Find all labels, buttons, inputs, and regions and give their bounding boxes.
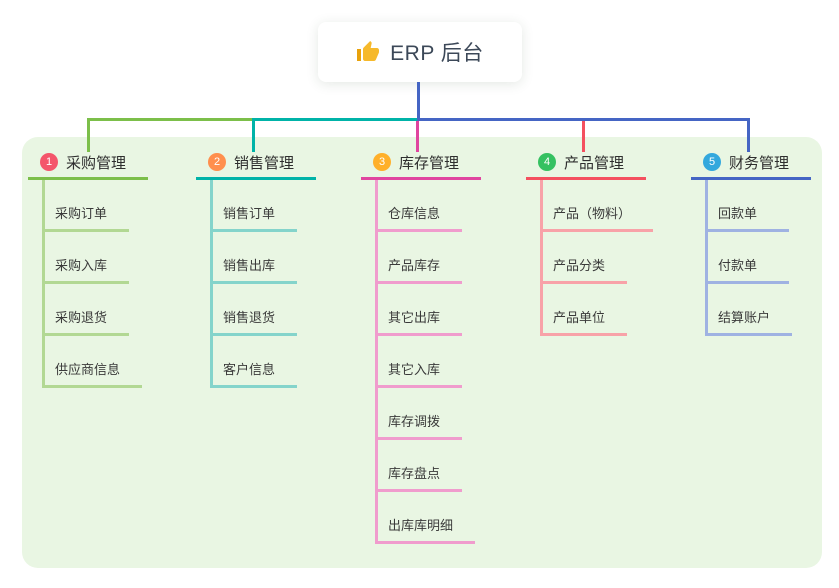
branch-header-node[interactable]: 3 库存管理: [361, 150, 481, 180]
branch-label: 财务管理: [729, 154, 790, 172]
branch-header-node[interactable]: 1 采购管理: [28, 150, 148, 180]
child-node-label: 其它入库: [388, 362, 441, 377]
branch-children: 采购订单采购入库采购退货供应商信息: [42, 180, 148, 388]
branch-number-badge: 2: [208, 153, 226, 171]
bus-segment-teal: [252, 118, 419, 121]
bus-segment-green: [87, 118, 254, 121]
branch-label: 产品管理: [564, 154, 625, 172]
child-node-label: 其它出库: [388, 310, 441, 325]
root-node-label: ERP 后台: [390, 42, 484, 65]
bus-segment-blue: [417, 118, 750, 121]
child-node-label: 客户信息: [223, 362, 276, 377]
branch-children: 回款单付款单结算账户: [705, 180, 811, 336]
mindmap-branch: 4 产品管理 产品（物料） 产品分类产品单位: [526, 150, 654, 336]
branch-number-badge: 1: [40, 153, 58, 171]
mindmap-child-node[interactable]: 销售出库: [213, 232, 298, 284]
mindmap-branch: 1 采购管理 采购订单采购入库采购退货供应商信息: [28, 150, 148, 388]
child-node-label: 销售订单: [223, 206, 276, 221]
child-node-label: 付款单: [718, 258, 758, 273]
child-node-label: 回款单: [718, 206, 758, 221]
mindmap-child-node[interactable]: 库存调拨: [378, 388, 463, 440]
child-node-label: 采购入库: [55, 258, 108, 273]
mindmap-child-node[interactable]: 采购入库: [45, 232, 130, 284]
root-node[interactable]: ERP 后台: [318, 22, 522, 82]
child-node-label: 供应商信息: [55, 362, 121, 377]
branch-header-node[interactable]: 2 销售管理: [196, 150, 316, 180]
mindmap-branch: 2 销售管理 销售订单销售出库销售退货客户信息: [196, 150, 316, 388]
child-node-label: 产品单位: [553, 310, 606, 325]
child-node-label: 销售出库: [223, 258, 276, 273]
drop-line-branch-1: [87, 121, 90, 152]
child-node-label: 采购退货: [55, 310, 108, 325]
branch-children: 销售订单销售出库销售退货客户信息: [210, 180, 316, 388]
child-node-label: 仓库信息: [388, 206, 441, 221]
mindmap-child-node[interactable]: 结算账户: [708, 284, 793, 336]
mindmap-child-node[interactable]: 其它入库: [378, 336, 463, 388]
mindmap-child-node[interactable]: 客户信息: [213, 336, 298, 388]
mindmap-child-node[interactable]: 产品库存: [378, 232, 463, 284]
child-node-label: 采购订单: [55, 206, 108, 221]
mindmap-child-node[interactable]: 产品分类: [543, 232, 628, 284]
child-node-label: 产品库存: [388, 258, 441, 273]
mindmap-child-node[interactable]: 回款单: [708, 180, 789, 232]
mindmap-child-node[interactable]: 其它出库: [378, 284, 463, 336]
drop-line-branch-2: [252, 121, 255, 152]
mindmap-child-node[interactable]: 销售订单: [213, 180, 298, 232]
mindmap-child-node[interactable]: 产品单位: [543, 284, 628, 336]
child-node-label: 库存调拨: [388, 414, 441, 429]
drop-line-branch-5: [747, 121, 750, 152]
branch-label: 库存管理: [399, 154, 460, 172]
mindmap-board: 1 采购管理 采购订单采购入库采购退货供应商信息 2 销售管理 销售订单销售出库…: [22, 137, 822, 568]
branch-number-badge: 3: [373, 153, 391, 171]
mindmap-child-node[interactable]: 付款单: [708, 232, 789, 284]
mindmap-child-node[interactable]: 采购退货: [45, 284, 130, 336]
thumbs-up-icon: [357, 41, 380, 61]
child-node-label: 产品（物料）: [553, 206, 632, 221]
mindmap-child-node[interactable]: 出库库明细: [378, 492, 476, 544]
branch-label: 销售管理: [234, 154, 295, 172]
mindmap-child-node[interactable]: 销售退货: [213, 284, 298, 336]
drop-line-branch-3: [416, 121, 419, 152]
mindmap-child-node[interactable]: 供应商信息: [45, 336, 143, 388]
branch-header-node[interactable]: 4 产品管理: [526, 150, 646, 180]
mindmap-branch: 5 财务管理 回款单付款单结算账户: [691, 150, 811, 336]
mindmap-child-node[interactable]: 产品（物料）: [543, 180, 654, 232]
child-node-label: 销售退货: [223, 310, 276, 325]
child-node-label: 出库库明细: [388, 518, 454, 533]
root-connector: [417, 82, 420, 119]
child-node-label: 结算账户: [718, 310, 771, 325]
branch-label: 采购管理: [66, 154, 127, 172]
branch-children: 产品（物料） 产品分类产品单位: [540, 180, 654, 336]
branch-number-badge: 4: [538, 153, 556, 171]
branch-header-node[interactable]: 5 财务管理: [691, 150, 811, 180]
branch-children: 仓库信息产品库存其它出库其它入库库存调拨库存盘点出库库明细: [375, 180, 481, 544]
drop-line-branch-4: [582, 121, 585, 152]
child-node-label: 库存盘点: [388, 466, 441, 481]
mindmap-branch: 3 库存管理 仓库信息产品库存其它出库其它入库库存调拨库存盘点出库库明细: [361, 150, 481, 544]
child-node-label: 产品分类: [553, 258, 606, 273]
mindmap-child-node[interactable]: 采购订单: [45, 180, 130, 232]
mindmap-child-node[interactable]: 库存盘点: [378, 440, 463, 492]
branch-number-badge: 5: [703, 153, 721, 171]
mindmap-child-node[interactable]: 仓库信息: [378, 180, 463, 232]
